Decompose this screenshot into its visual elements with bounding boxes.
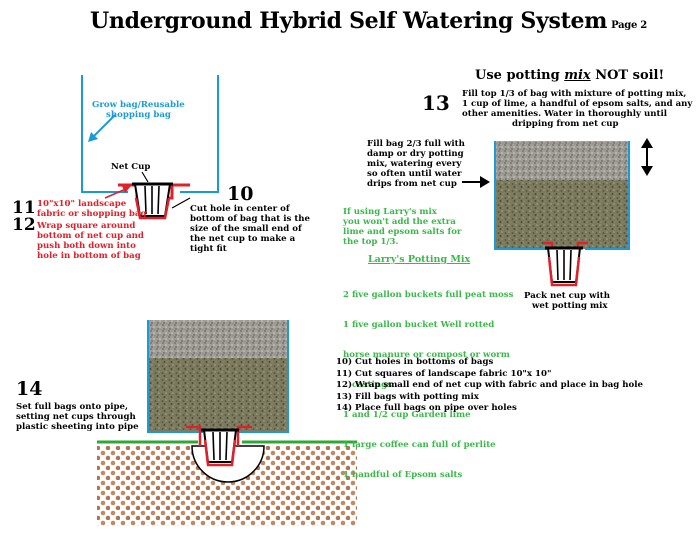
step14-text: Set full bags onto pipe, setting net cup… bbox=[16, 402, 139, 432]
hole-arrow bbox=[171, 197, 191, 209]
step10-text: Cut hole in center of bottom of bag that… bbox=[190, 204, 311, 254]
larry-ingredients: 2 five gallon buckets full peat moss 1 f… bbox=[343, 290, 514, 480]
grow-bag-outline bbox=[81, 75, 219, 193]
title-text: Underground Hybrid Self Watering System bbox=[90, 8, 608, 34]
net-cup-icon bbox=[201, 428, 239, 463]
step12-number: 12 bbox=[12, 215, 36, 235]
filled-bag-diagram bbox=[462, 138, 653, 287]
bag-on-pipe-diagram bbox=[97, 320, 357, 526]
larry-title: Larry's Potting Mix bbox=[368, 254, 471, 265]
net-cup-arrow bbox=[141, 171, 149, 183]
list-item: 11) Cut squares of landscape fabric 10"x… bbox=[336, 368, 552, 379]
step11-number: 11 bbox=[12, 198, 36, 218]
fill-bag-text: Fill bag 2/3 full with damp or dry potti… bbox=[367, 139, 465, 189]
larry-intro: If using Larry's mix you won't add the e… bbox=[343, 207, 462, 247]
list-item: 10) Cut holes in bottoms of bags bbox=[336, 357, 494, 367]
page-number: Page 2 bbox=[611, 20, 647, 31]
step10-number: 10 bbox=[227, 183, 254, 205]
step13-text: Fill top 1/3 of bag with mixture of pott… bbox=[462, 89, 693, 129]
list-item: 14) Place full bags on pipe over holes bbox=[336, 403, 517, 413]
bottom-mix-layer bbox=[495, 180, 629, 249]
list-item: 13) Fill bags with potting mix bbox=[336, 391, 479, 402]
step11-text: 10"x10" landscape fabric or shopping bag bbox=[37, 199, 147, 219]
empty-bag-diagram bbox=[81, 75, 219, 220]
pack-net-cup-text: Pack net cup with wet potting mix bbox=[524, 291, 611, 311]
potting-mix-heading: Use potting mix NOT soil! bbox=[475, 68, 665, 83]
grow-bag-label: Grow bag/Reusable shopping bag bbox=[92, 100, 185, 120]
step14-number: 14 bbox=[16, 378, 43, 400]
grow-bag-arrow bbox=[91, 114, 116, 139]
step13-number: 13 bbox=[422, 91, 450, 115]
top-mix-layer bbox=[495, 141, 629, 180]
steps-list: 10) Cut holes in bottoms of bags 11) Cut… bbox=[336, 357, 643, 415]
net-cup-label: Net Cup bbox=[111, 162, 151, 172]
list-item: 12) Wrap small end of net cup with fabri… bbox=[336, 380, 644, 390]
step12-text: Wrap square around bottom of net cup and… bbox=[37, 221, 144, 261]
